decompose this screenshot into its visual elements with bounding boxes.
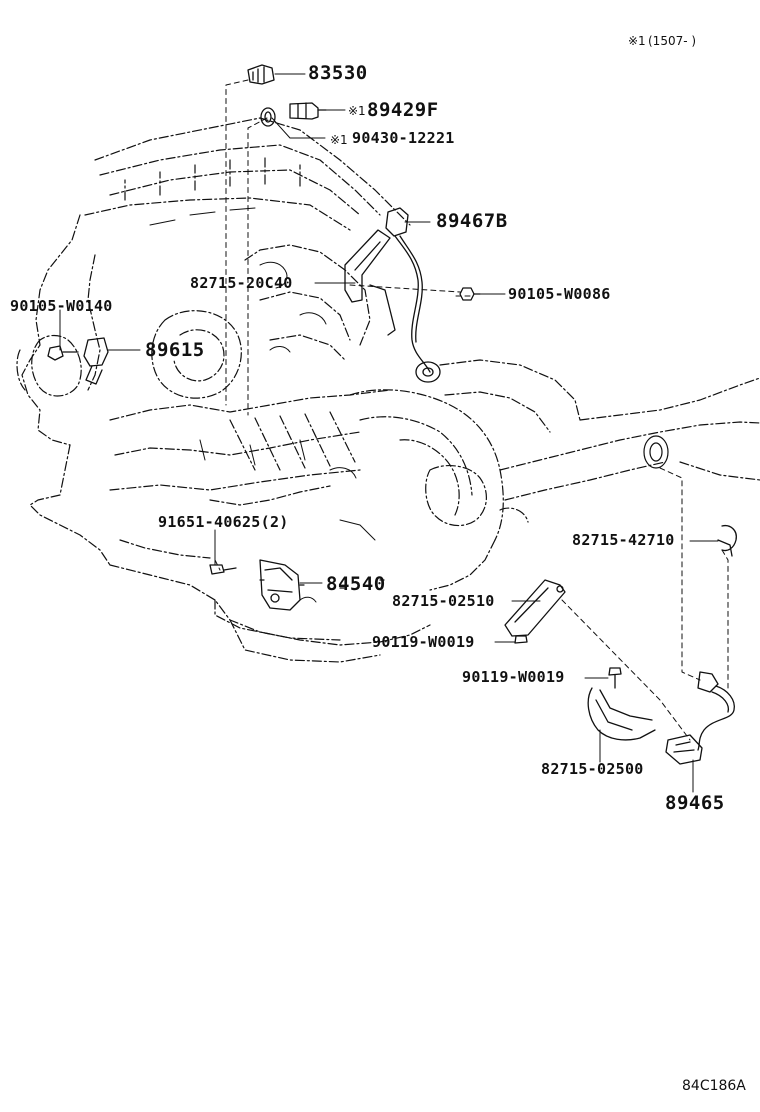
label-82715-42710[interactable]: 82715-42710	[572, 531, 675, 549]
label-90430-12221[interactable]: 90430-12221	[352, 129, 455, 147]
part-90430-drawing	[260, 107, 276, 127]
part-89615-drawing	[47, 337, 109, 385]
label-90119-w0019-lower[interactable]: 90119-W0019	[462, 668, 565, 686]
part-89465-drawing	[665, 671, 735, 765]
part-82715-02500-drawing	[587, 687, 656, 741]
label-84540[interactable]: 84540	[326, 573, 386, 595]
leader-lines	[59, 73, 719, 793]
label-89465[interactable]: 89465	[665, 792, 725, 814]
part-89429f-drawing	[289, 102, 327, 120]
part-90119-w0019-drawing	[514, 635, 622, 689]
applicability-note-mark: ※1	[628, 34, 646, 48]
label-83530[interactable]: 83530	[308, 62, 368, 84]
part-89467b-drawing	[344, 207, 441, 383]
engine-detail-lines	[149, 207, 376, 603]
label-82715-02510[interactable]: 82715-02510	[392, 592, 495, 610]
label-90105-w0140[interactable]: 90105-W0140	[10, 297, 113, 315]
label-90105-w0086[interactable]: 90105-W0086	[508, 285, 611, 303]
label-90119-w0019-upper[interactable]: 90119-W0019	[372, 633, 475, 651]
reference-lines	[214, 79, 729, 741]
part-84540-drawing	[209, 559, 301, 611]
part-82715-02510-drawing	[504, 579, 566, 637]
part-83530-drawing	[247, 64, 275, 85]
label-82715-02500[interactable]: 82715-02500	[541, 760, 644, 778]
part-82715-42710-drawing	[717, 524, 737, 557]
exhaust-pipe	[439, 359, 760, 501]
label-89467b[interactable]: 89467B	[436, 210, 508, 232]
applicability-note-range: (1507- )	[648, 34, 697, 48]
label-90430-mark: ※1	[330, 133, 348, 147]
label-89429f-mark: ※1	[348, 104, 366, 118]
figure-code: 84C186A	[682, 1078, 746, 1094]
label-89429f[interactable]: 89429F	[367, 99, 439, 121]
exhaust-flange	[643, 435, 669, 469]
label-91651-40625[interactable]: 91651-40625(2)	[158, 513, 289, 531]
label-89615[interactable]: 89615	[145, 339, 205, 361]
part-90105-w0086-drawing	[459, 287, 481, 301]
engine-assembly-drawing	[16, 117, 529, 663]
label-82715-20c40[interactable]: 82715-20C40	[190, 274, 293, 292]
